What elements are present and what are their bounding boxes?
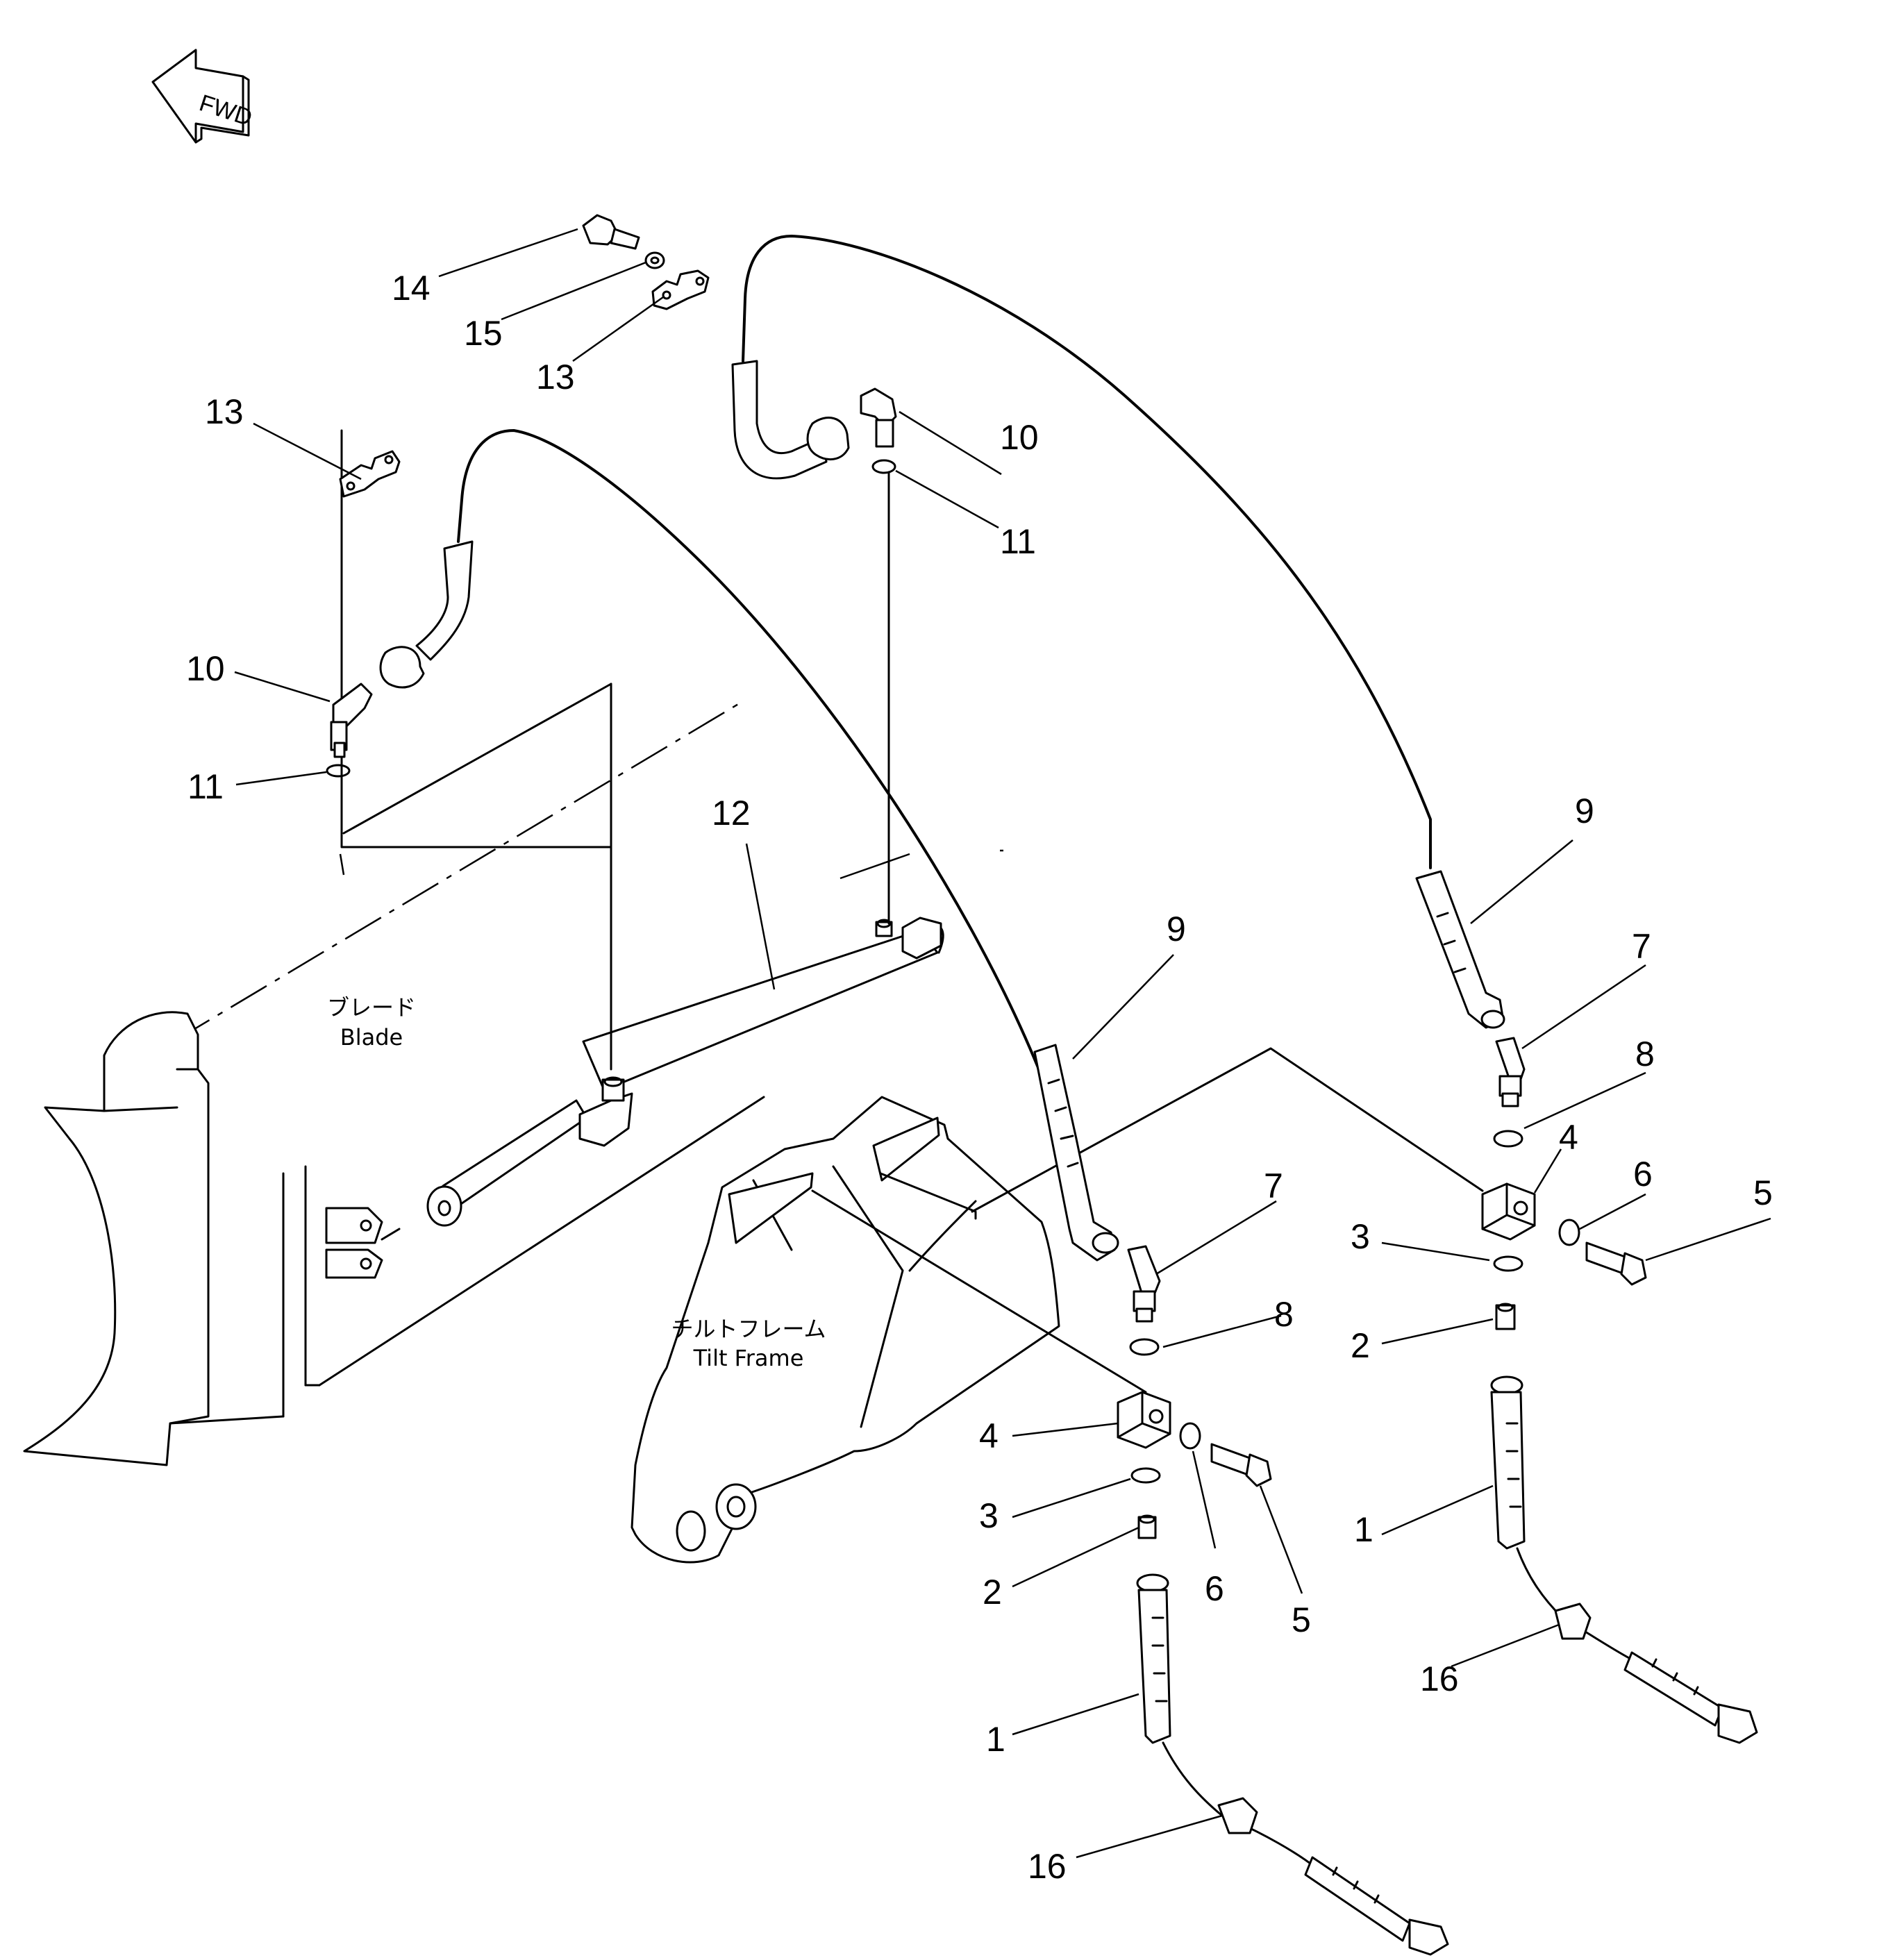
tilt-frame-label-jp: チルトフレーム (671, 1316, 826, 1342)
callout-16-right: 16 (1420, 1659, 1459, 1698)
leader-lines (234, 228, 1771, 1859)
tilt-frame-outline: チルトフレーム Tilt Frame (631, 1047, 1484, 1564)
blade-label-jp: ブレード (327, 994, 416, 1021)
blade-outline: ブレード Blade (23, 683, 765, 1466)
callout-3-right: 3 (1351, 1217, 1370, 1256)
callout-15: 15 (464, 314, 503, 353)
callout-1-left: 1 (986, 1720, 1005, 1759)
callout-13-top: 13 (536, 358, 575, 396)
fitting-stack-right (1481, 1037, 1758, 1744)
hose-right (731, 235, 1505, 1029)
fitting-stack-left (1117, 1245, 1449, 1956)
callout-6-left: 6 (1205, 1569, 1224, 1608)
callout-12: 12 (712, 794, 751, 832)
callout-16-left: 16 (1028, 1847, 1067, 1886)
callout-11-right: 11 (1000, 522, 1036, 561)
forward-arrow-icon: FWD (151, 49, 256, 144)
clamp-bolt-group (339, 214, 710, 498)
callout-4-left: 4 (979, 1416, 999, 1455)
callout-10-right: 10 (1000, 418, 1039, 457)
callout-numbers: 14 15 13 13 10 11 10 11 12 9 9 7 8 7 4 6… (186, 269, 1773, 1886)
callout-2-right: 2 (1351, 1326, 1370, 1365)
hose-left (326, 429, 1119, 1262)
callout-7-left: 7 (1264, 1166, 1283, 1205)
callout-4-right: 4 (1559, 1118, 1578, 1157)
tilt-cylinder (426, 917, 944, 1227)
callout-3-left: 3 (979, 1496, 999, 1535)
callout-9-left: 9 (1167, 910, 1186, 948)
callout-11-left: 11 (187, 767, 224, 806)
callout-14: 14 (392, 269, 431, 308)
callout-10-left: 10 (186, 649, 225, 688)
callout-6-right: 6 (1633, 1155, 1653, 1194)
centerline-left (340, 429, 612, 848)
blade-label-en: Blade (340, 1024, 403, 1051)
callout-2-left: 2 (983, 1573, 1002, 1612)
callout-1-right: 1 (1354, 1510, 1373, 1549)
callout-13-left: 13 (205, 392, 244, 431)
tilt-frame-label-en: Tilt Frame (693, 1345, 804, 1371)
callout-5-right: 5 (1753, 1173, 1773, 1212)
callout-8-right: 8 (1635, 1035, 1655, 1073)
callout-9-right: 9 (1575, 792, 1594, 830)
callout-8-left: 8 (1274, 1295, 1294, 1334)
callout-7-right: 7 (1632, 927, 1651, 966)
callout-5-left: 5 (1292, 1600, 1311, 1639)
